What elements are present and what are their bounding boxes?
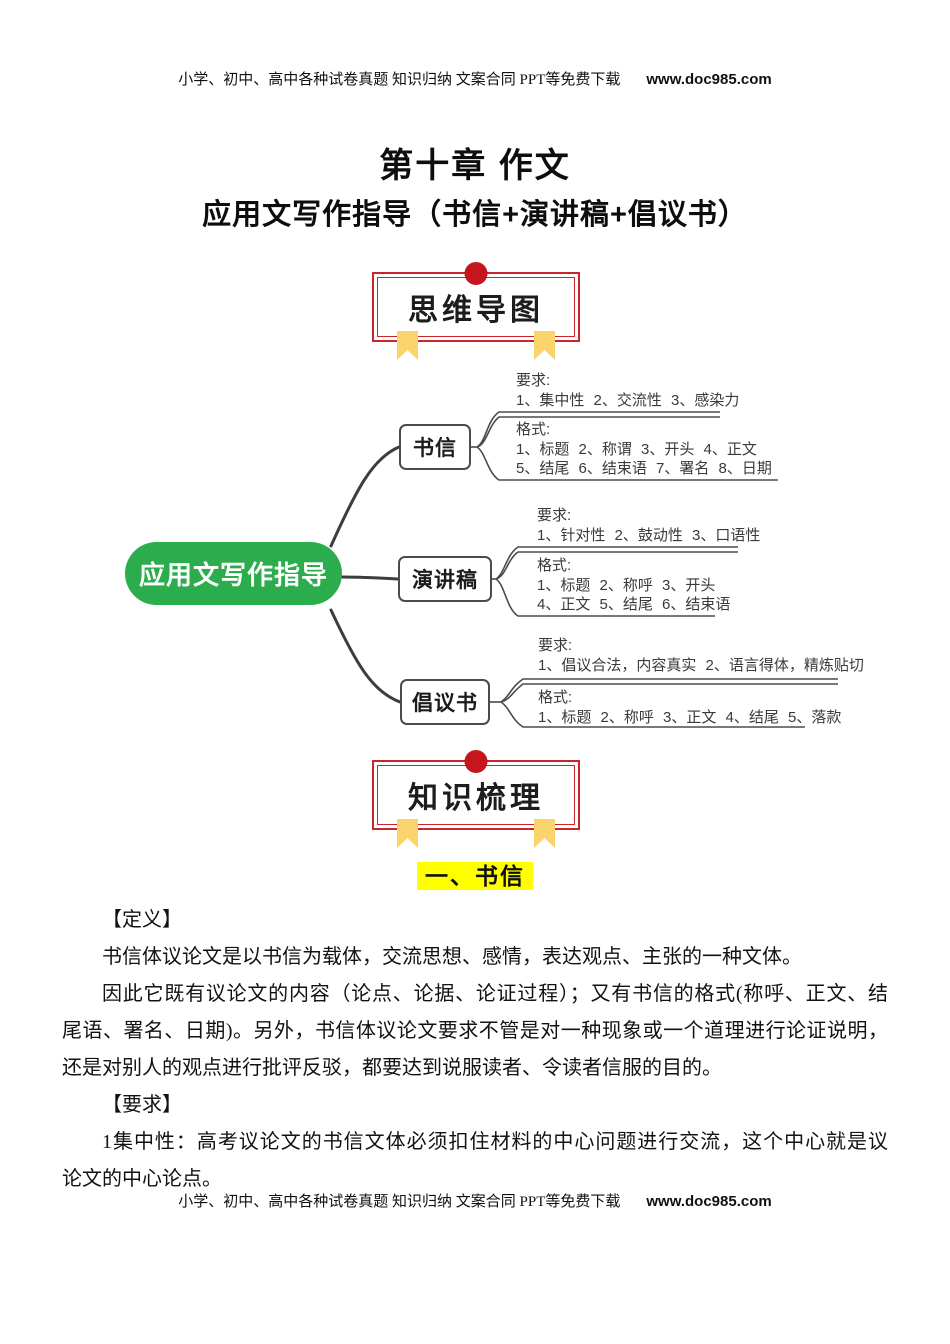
- banner-knowledge: 知识梳理: [372, 750, 580, 848]
- red-dot-icon: [464, 750, 488, 773]
- header-site-url: www.doc985.com: [646, 71, 772, 88]
- ribbon-right-icon: [534, 331, 555, 360]
- brace-letter-fmt-top: [476, 416, 720, 448]
- requirement-line: 论文的中心论点。: [62, 1168, 222, 1190]
- letter-fmt-title: 格式:: [516, 421, 551, 438]
- mindmap-braces: [471, 411, 838, 728]
- definition-line: 还是对别人的观点进行批评反驳，都要达到说服读者、令读者信服的目的。: [62, 1057, 722, 1079]
- mindmap-canvas: [329, 411, 838, 728]
- proposal-req-line: 1、倡议合法，内容真实 2、语言得体，精炼贴切: [538, 656, 864, 674]
- proposal-requirements: 要求: 1、倡议合法，内容真实 2、语言得体，精炼贴切: [538, 636, 864, 675]
- speech-requirements: 要求: 1、针对性 2、鼓动性 3、口语性: [537, 506, 760, 545]
- banner-mindmap: 思维导图: [372, 262, 580, 360]
- definition-line: 因此它既有议论文的内容（论点、论据、论证过程）；又有书信的格式(称呼、正文、结: [102, 983, 888, 1005]
- brace-proposal-req-underline: [500, 678, 838, 703]
- banner-knowledge-label: 知识梳理: [377, 765, 575, 825]
- speech-fmt-title: 格式:: [537, 557, 572, 574]
- body-text: 【定义】 书信体议论文是以书信为载体，交流思想、感情，表达观点、主张的一种文体。…: [62, 902, 888, 1198]
- proposal-format: 格式: 1、标题 2、称呼 3、正文 4、结尾 5、落款: [538, 688, 841, 727]
- section-heading-highlight: 一、书信: [417, 862, 533, 890]
- mindmap-node-speech: 演讲稿: [398, 556, 492, 602]
- page-subtitle: 应用文写作指导（书信+演讲稿+倡议书）: [202, 199, 748, 231]
- letter-req-line: 1、集中性 2、交流性 3、感染力: [516, 391, 740, 409]
- letter-fmt-line: 5、结尾 6、结束语 7、署名 8、日期: [516, 460, 772, 477]
- banner-mindmap-label: 思维导图: [377, 277, 575, 337]
- ribbon-left-icon: [397, 819, 418, 848]
- definition-label: 【定义】: [102, 909, 182, 931]
- brace-speech-req-underline: [495, 546, 738, 580]
- speech-format: 格式: 1、标题 2、称呼 3、开头 4、正文 5、结尾 6、结束语: [537, 556, 730, 615]
- section-heading: 一、书信: [0, 861, 950, 891]
- letter-req-title: 要求:: [516, 372, 551, 389]
- proposal-fmt-title: 格式:: [538, 689, 573, 706]
- footer-site-url: www.doc985.com: [646, 1193, 772, 1210]
- brace-letter-req-underline: [476, 411, 720, 448]
- speech-fmt-line: 1、标题 2、称呼 3、开头: [537, 576, 716, 594]
- connector-proposal: [329, 608, 402, 704]
- mindmap-connectors: [329, 445, 402, 704]
- definition-line: 书信体议论文是以书信为载体，交流思想、感情，表达观点、主张的一种文体。: [102, 946, 802, 968]
- brace-proposal-fmt-bottom: [500, 701, 805, 728]
- header-bar: 小学、初中、高中各种试卷真题 知识归纳 文案合同 PPT等免费下载 www.do…: [0, 68, 950, 89]
- letter-fmt-line: 1、标题 2、称谓 3、开头 4、正文: [516, 440, 757, 458]
- proposal-req-title: 要求:: [538, 637, 573, 654]
- proposal-fmt-line: 1、标题 2、称呼 3、正文 4、结尾 5、落款: [538, 708, 842, 726]
- definition-line: 尾语、署名、日期)。另外，书信体议论文要求不管是对一种现象或一个道理进行论证说明…: [62, 1020, 888, 1042]
- connector-letter: [329, 445, 401, 548]
- footer-text: 小学、初中、高中各种试卷真题 知识归纳 文案合同 PPT等免费下载: [178, 1194, 621, 1210]
- ribbon-left-icon: [397, 331, 418, 360]
- connector-speech: [340, 575, 400, 581]
- brace-speech-fmt-bottom: [495, 578, 715, 617]
- footer-bar: 小学、初中、高中各种试卷真题 知识归纳 文案合同 PPT等免费下载 www.do…: [0, 1190, 950, 1211]
- mindmap-diagram: 应用文写作指导 书信 演讲稿 倡议书 要求: 1、集中性 2、交流性 3、感染力…: [0, 370, 950, 750]
- requirement-line: 1集中性：高考议论文的书信文体必须扣住材料的中心问题进行交流，这个中心就是议: [102, 1131, 888, 1153]
- brace-proposal-fmt-top: [500, 683, 838, 703]
- red-dot-icon: [464, 262, 488, 285]
- mindmap-center-node: 应用文写作指导: [125, 542, 342, 605]
- letter-format: 格式: 1、标题 2、称谓 3、开头 4、正文 5、结尾 6、结束语 7、署名 …: [516, 420, 772, 479]
- mindmap-node-letter: 书信: [399, 424, 471, 470]
- letter-requirements: 要求: 1、集中性 2、交流性 3、感染力: [516, 371, 739, 410]
- brace-speech-fmt-top: [495, 551, 738, 580]
- speech-req-line: 1、针对性 2、鼓动性 3、口语性: [537, 526, 761, 544]
- brace-letter-fmt-bottom: [476, 446, 778, 481]
- ribbon-right-icon: [534, 819, 555, 848]
- page-title: 第十章 作文: [379, 147, 571, 185]
- speech-fmt-line: 4、正文 5、结尾 6、结束语: [537, 596, 731, 613]
- mindmap-node-proposal: 倡议书: [400, 679, 490, 725]
- requirement-label: 【要求】: [102, 1094, 182, 1116]
- speech-req-title: 要求:: [537, 507, 572, 524]
- header-text: 小学、初中、高中各种试卷真题 知识归纳 文案合同 PPT等免费下载: [178, 72, 621, 88]
